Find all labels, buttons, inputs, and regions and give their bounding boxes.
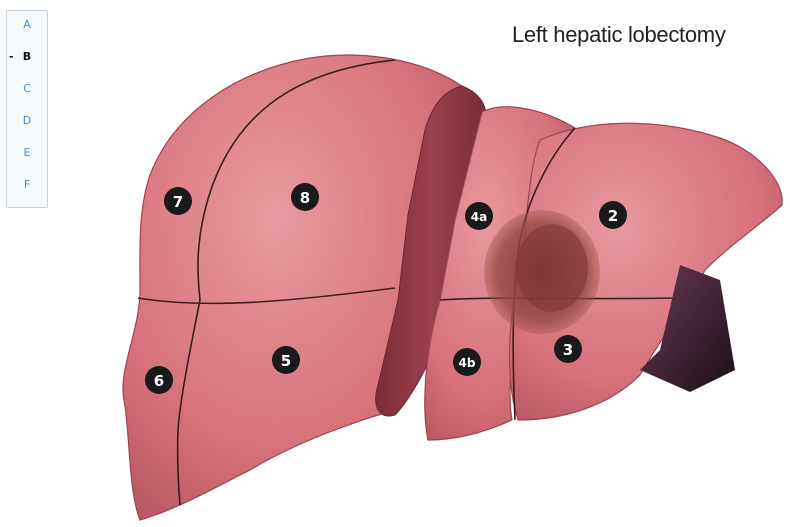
segment-label-8: 8 [291, 183, 319, 211]
segment-label-4a: 4a [465, 202, 493, 230]
segment-label-6: 6 [145, 366, 173, 394]
tumor-core [516, 224, 588, 312]
svg-text:2: 2 [608, 207, 618, 225]
segment-label-3: 3 [554, 335, 582, 363]
svg-text:8: 8 [300, 189, 310, 207]
svg-text:6: 6 [154, 372, 164, 390]
svg-text:4b: 4b [459, 356, 476, 370]
svg-text:4a: 4a [471, 210, 487, 224]
svg-text:7: 7 [173, 193, 183, 211]
svg-text:3: 3 [563, 341, 573, 359]
segment-label-4b: 4b [453, 348, 481, 376]
segment-label-7: 7 [164, 187, 192, 215]
segment-label-5: 5 [272, 346, 300, 374]
svg-text:5: 5 [281, 352, 291, 370]
segment-label-2: 2 [599, 201, 627, 229]
